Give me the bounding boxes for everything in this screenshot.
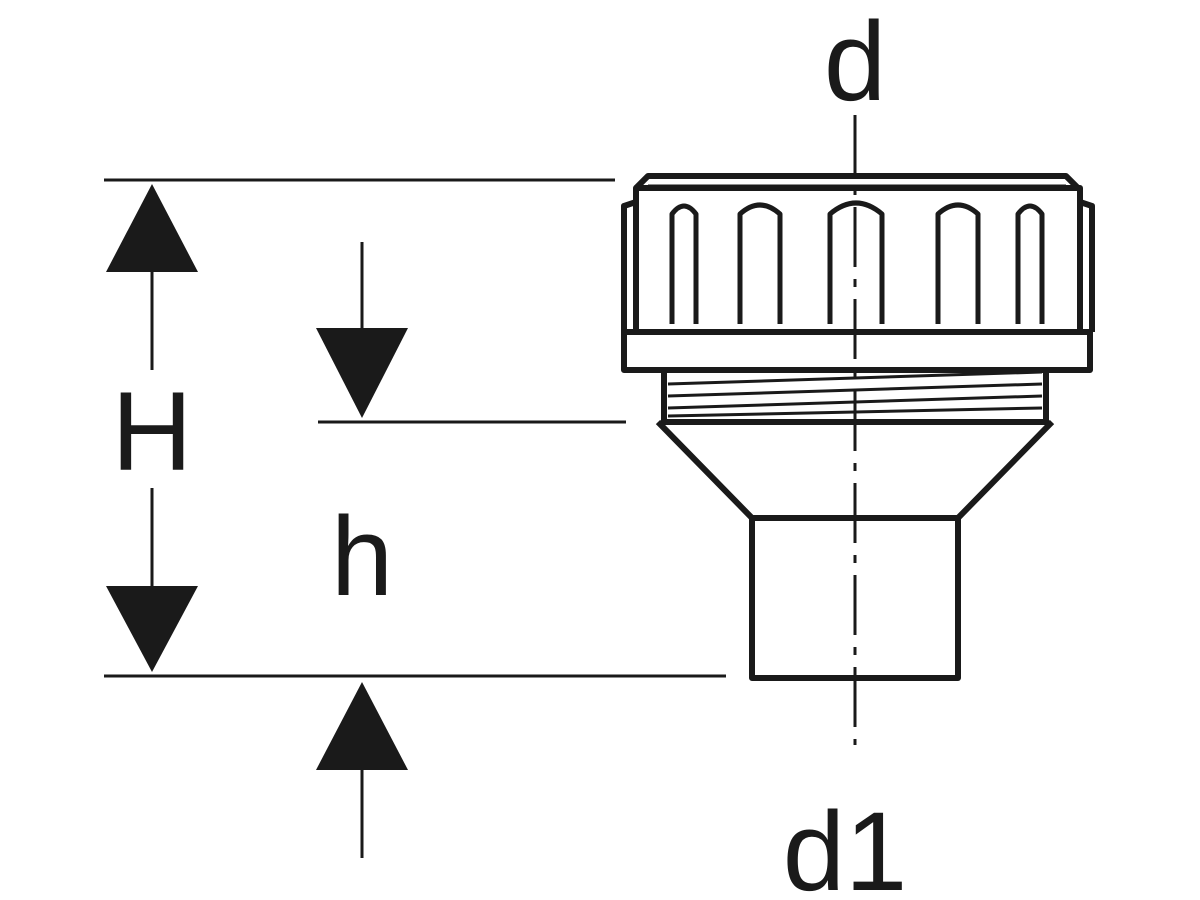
dimension-lines (104, 178, 726, 858)
label-d: d (824, 0, 886, 124)
rib (935, 202, 981, 324)
label-d1: d1 (783, 789, 908, 900)
cap-top (633, 173, 1081, 191)
H-arrow-down (106, 586, 198, 672)
h-arrow-down (316, 328, 408, 418)
cap-ribs (669, 200, 1045, 324)
rib (737, 202, 783, 324)
label-h: h (331, 494, 393, 619)
H-arrow-up (106, 184, 198, 272)
rib (827, 200, 885, 324)
rib (669, 203, 699, 324)
cap-rim-right (1079, 199, 1095, 332)
thread-line (667, 382, 1043, 398)
cap-rim-left (621, 199, 637, 332)
h-arrow-up (316, 682, 408, 770)
label-H: H (112, 369, 193, 494)
cap-body (633, 185, 1083, 335)
rib (1015, 203, 1045, 324)
cap-base-band (621, 329, 1093, 373)
